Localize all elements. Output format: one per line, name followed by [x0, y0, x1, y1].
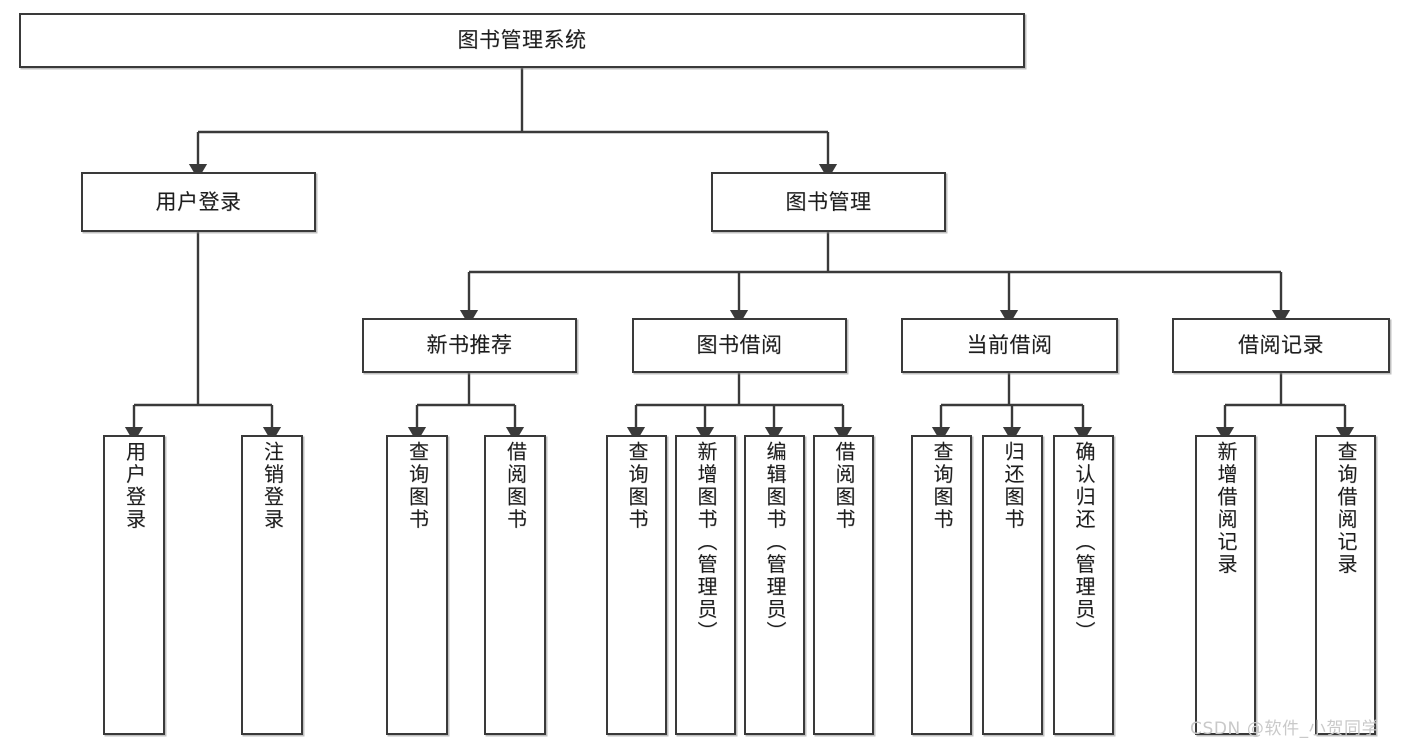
leaf-node-查询图书-4[interactable]: 查询图书 [606, 435, 667, 735]
leaf-node-确认归还管理员-10[interactable]: 确认归还（管理员） [1053, 435, 1114, 735]
branch-node-新书推荐-2[interactable]: 新书推荐 [362, 318, 577, 373]
leaf-node-查询图书-2[interactable]: 查询图书 [386, 435, 448, 735]
node-label: 查询图书 [625, 441, 649, 531]
node-label: 确认归还（管理员） [1072, 441, 1096, 644]
node-label: 注销登录 [260, 441, 285, 531]
node-label: 用户登录 [155, 189, 242, 214]
node-label: 查询图书 [405, 441, 430, 531]
branch-node-用户登录-0[interactable]: 用户登录 [81, 172, 316, 232]
node-label: 图书管理 [785, 189, 872, 214]
node-label: 查询借阅记录 [1334, 441, 1358, 576]
leaf-node-用户登录-0[interactable]: 用户登录 [103, 435, 165, 735]
leaf-node-编辑图书管理员-6[interactable]: 编辑图书（管理员） [744, 435, 805, 735]
node-label: 用户登录 [122, 441, 147, 531]
node-label: 当前借阅 [966, 333, 1053, 358]
node-label: 新增图书（管理员） [694, 441, 718, 644]
leaf-node-新增图书管理员-5[interactable]: 新增图书（管理员） [675, 435, 736, 735]
leaf-node-归还图书-9[interactable]: 归还图书 [982, 435, 1043, 735]
node-label: 借阅图书 [832, 441, 856, 531]
node-label: 编辑图书（管理员） [763, 441, 787, 644]
leaf-node-新增借阅记录-11[interactable]: 新增借阅记录 [1195, 435, 1256, 735]
leaf-node-查询图书-8[interactable]: 查询图书 [911, 435, 972, 735]
branch-node-当前借阅-4[interactable]: 当前借阅 [901, 318, 1118, 373]
csdn-watermark: CSDN @软件_小贺同学 [1190, 719, 1380, 739]
node-label: 图书管理系统 [457, 28, 587, 53]
node-label: 借阅记录 [1238, 333, 1324, 358]
branch-node-借阅记录-5[interactable]: 借阅记录 [1172, 318, 1390, 373]
node-label: 图书借阅 [696, 333, 783, 358]
node-label: 归还图书 [1001, 441, 1025, 531]
leaf-node-借阅图书-7[interactable]: 借阅图书 [813, 435, 874, 735]
branch-node-图书管理-1[interactable]: 图书管理 [711, 172, 946, 232]
leaf-node-查询借阅记录-12[interactable]: 查询借阅记录 [1315, 435, 1376, 735]
leaf-node-注销登录-1[interactable]: 注销登录 [241, 435, 303, 735]
node-label: 查询图书 [930, 441, 954, 531]
node-label: 借阅图书 [503, 441, 528, 531]
connector-lines [124, 68, 1355, 443]
node-label: 新增借阅记录 [1214, 441, 1238, 576]
leaf-node-借阅图书-3[interactable]: 借阅图书 [484, 435, 546, 735]
root-node-图书管理系统-0[interactable]: 图书管理系统 [19, 13, 1025, 68]
node-label: 新书推荐 [426, 333, 513, 358]
branch-node-图书借阅-3[interactable]: 图书借阅 [632, 318, 847, 373]
